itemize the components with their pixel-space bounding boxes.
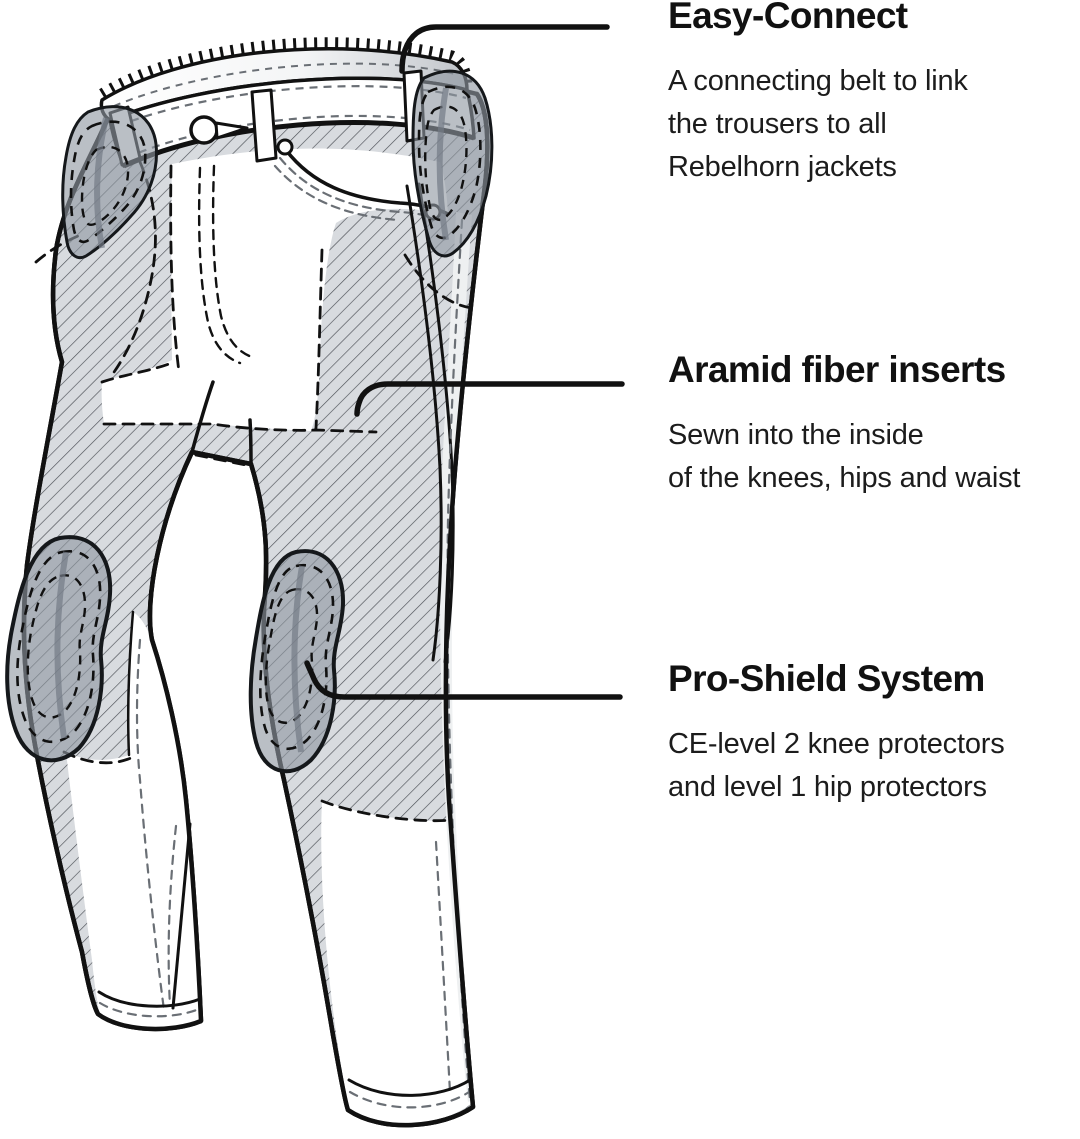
left-hem-stitch: [98, 1001, 201, 1018]
hip-protector-right: [411, 69, 494, 258]
annotation-pro-shield-title: Pro-Shield System: [668, 658, 985, 699]
left-shin-crease: [171, 822, 192, 1010]
right-hem-stitch: [348, 1090, 471, 1109]
right-shin-hatch-boundary: [320, 799, 454, 823]
right-side-strip: [440, 212, 472, 1102]
left-hip-insert-arc: [110, 160, 157, 377]
annotation-aramid-line-1: Sewn into the inside: [668, 419, 924, 451]
protectors: [5, 69, 494, 774]
knee-protector-right-stitch: [259, 563, 335, 751]
hip-protector-right-fold: [436, 87, 449, 241]
hip-protector-left: [61, 105, 158, 260]
belt-loop-center: [250, 88, 278, 163]
plain-fabric-zones: [66, 148, 472, 1124]
side-seam-outer: [417, 182, 455, 664]
crotch-seam-left: [190, 380, 215, 454]
annotation-aramid-line-2: of the knees, hips and waist: [668, 462, 1021, 494]
hip-protector-right-stitch: [417, 85, 482, 240]
annotation-pro-shield: Pro-Shield System CE-level 2 knee protec…: [668, 659, 1080, 809]
callout-line-easy-connect: [399, 24, 610, 74]
hip-protector-left-shell: [61, 105, 158, 260]
knee-protector-left-core: [26, 574, 87, 719]
crotch-seam-right: [248, 418, 253, 466]
waist-button: [276, 138, 294, 156]
right-wedge-boundary: [314, 248, 324, 430]
hip-protector-right-shell: [411, 69, 494, 258]
annotation-pro-shield-body: CE-level 2 knee protectors and level 1 h…: [668, 723, 1080, 809]
annotation-easy-connect: Easy-Connect A connecting belt to link t…: [668, 0, 1080, 189]
waist-inner-stitch: [113, 62, 456, 107]
callout-line-pro-shield: [304, 660, 623, 700]
annotation-aramid: Aramid fiber inserts Sewn into the insid…: [668, 350, 1080, 500]
knee-protector-right: [248, 549, 346, 774]
left-strip-seam: [135, 638, 166, 1012]
right-hem-line: [347, 1078, 472, 1097]
annotation-easy-connect-line-3: Rebelhorn jackets: [668, 151, 897, 183]
hip-hatch-boundary: [100, 360, 176, 384]
right-hip-insert-arc: [403, 253, 474, 310]
right-shin-panel: [321, 800, 471, 1124]
callout-lines: [304, 24, 625, 700]
annotation-easy-connect-title: Easy-Connect: [668, 0, 908, 36]
pocket-stitch-2: [273, 164, 400, 222]
annotation-easy-connect-body: A connecting belt to link the trousers t…: [668, 60, 1080, 189]
left-shin-panel: [66, 612, 200, 1028]
hip-protector-left-stitch: [69, 120, 147, 244]
hip-protector-left-core: [80, 145, 130, 226]
hip-protector-left-fold: [94, 117, 109, 249]
front-panel: [101, 148, 448, 431]
fly-stitch-2: [211, 164, 254, 359]
knee-protector-left: [5, 535, 113, 763]
annotation-easy-connect-line-1: A connecting belt to link: [668, 65, 968, 97]
pocket-stitch-1: [278, 156, 446, 223]
buttonhole-circle: [189, 115, 219, 145]
annotation-pro-shield-line-1: CE-level 2 knee protectors: [668, 728, 1005, 760]
knee-protector-right-fold: [291, 565, 305, 753]
right-shin-stitch: [434, 840, 452, 1094]
panel-left-boundary: [169, 164, 181, 374]
fly-stitch-1: [197, 166, 242, 365]
annotation-pro-shield-line-2: and level 1 hip protectors: [668, 771, 987, 803]
buttonhole-point: [214, 121, 249, 140]
connecting-belt-teeth: [99, 37, 473, 99]
left-hem-line: [97, 990, 202, 1008]
callout-line-aramid: [354, 381, 625, 417]
knee-protector-left-fold: [54, 551, 69, 739]
side-seam-inner: [405, 184, 443, 662]
annotation-easy-connect-line-2: the trousers to all: [668, 108, 887, 140]
annotation-aramid-body: Sewn into the inside of the knees, hips …: [668, 414, 1080, 500]
left-strip-edge: [126, 610, 135, 757]
annotation-aramid-title: Aramid fiber inserts: [668, 349, 1006, 390]
panel-bottom-boundary: [102, 422, 378, 434]
knee-protector-left-stitch: [16, 549, 102, 743]
seam-details: [97, 148, 472, 1109]
hip-protector-right-core: [424, 105, 468, 221]
left-shin-stitch: [167, 824, 178, 1008]
